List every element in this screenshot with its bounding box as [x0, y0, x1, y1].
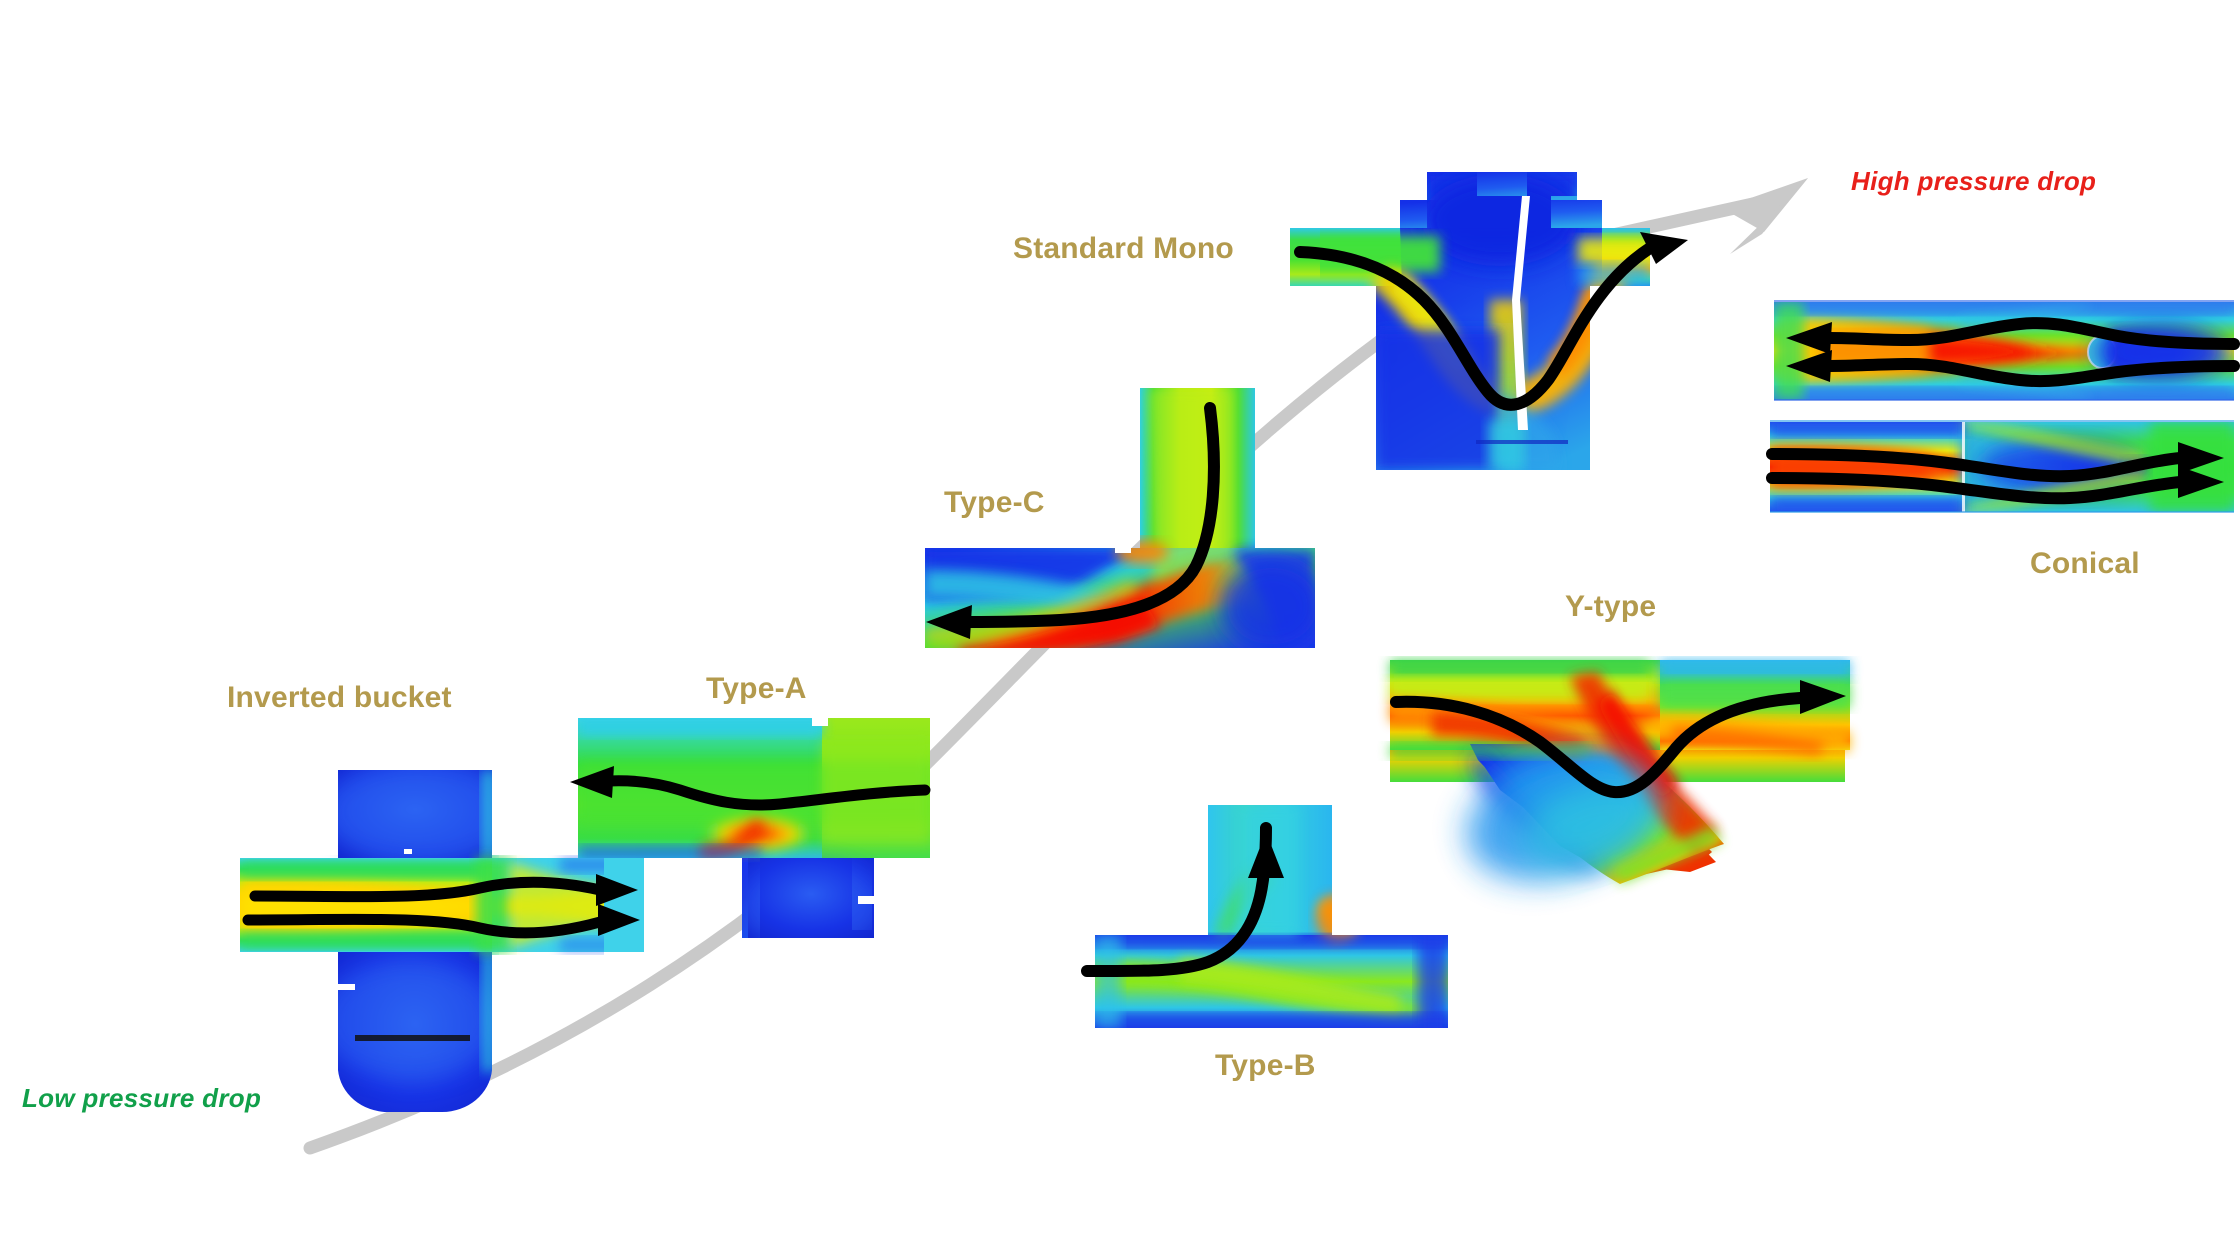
cfd-plot-type-c — [925, 388, 1315, 648]
flow-arrow-standard-mono — [1294, 232, 1688, 411]
cfd-plot-standard-mono — [1290, 172, 1688, 470]
flow-arrow-conical-lower-bottom — [1766, 466, 2224, 505]
device-label-type-c: Type-C — [944, 486, 1045, 519]
device-label-standard-mono: Standard Mono — [1013, 232, 1234, 265]
flow-arrow-conical-upper-top — [1786, 317, 2240, 354]
flow-arrow-type-b — [1081, 822, 1284, 978]
cfd-plot-type-b — [1081, 805, 1448, 1028]
device-label-y-type: Y-type — [1565, 590, 1657, 623]
flow-arrow-type-a — [570, 766, 931, 811]
annotation-low-pressure-drop: Low pressure drop — [22, 1083, 262, 1113]
cfd-plot-conical-upper — [1774, 300, 2240, 401]
flow-arrow-inverted-bucket-lower — [242, 904, 640, 939]
cfd-plot-conical-lower — [1766, 420, 2234, 513]
flow-arrow-y-type — [1390, 680, 1846, 799]
flow-arrow-type-c — [926, 402, 1220, 639]
flow-arrow-conical-lower-top — [1766, 442, 2224, 483]
flow-arrow-inverted-bucket-upper — [249, 874, 638, 906]
device-label-conical: Conical — [2030, 547, 2140, 580]
annotation-high-pressure-drop: High pressure drop — [1851, 166, 2097, 196]
cfd-plot-y-type — [1390, 660, 1850, 884]
pressure-drop-trend-arrow — [303, 178, 1808, 1155]
device-label-type-b: Type-B — [1215, 1049, 1316, 1082]
flow-arrow-conical-upper-bottom — [1786, 350, 2240, 388]
device-label-type-a: Type-A — [706, 672, 807, 705]
device-label-inverted-bucket: Inverted bucket — [227, 681, 452, 714]
cfd-plot-type-a — [570, 718, 931, 938]
